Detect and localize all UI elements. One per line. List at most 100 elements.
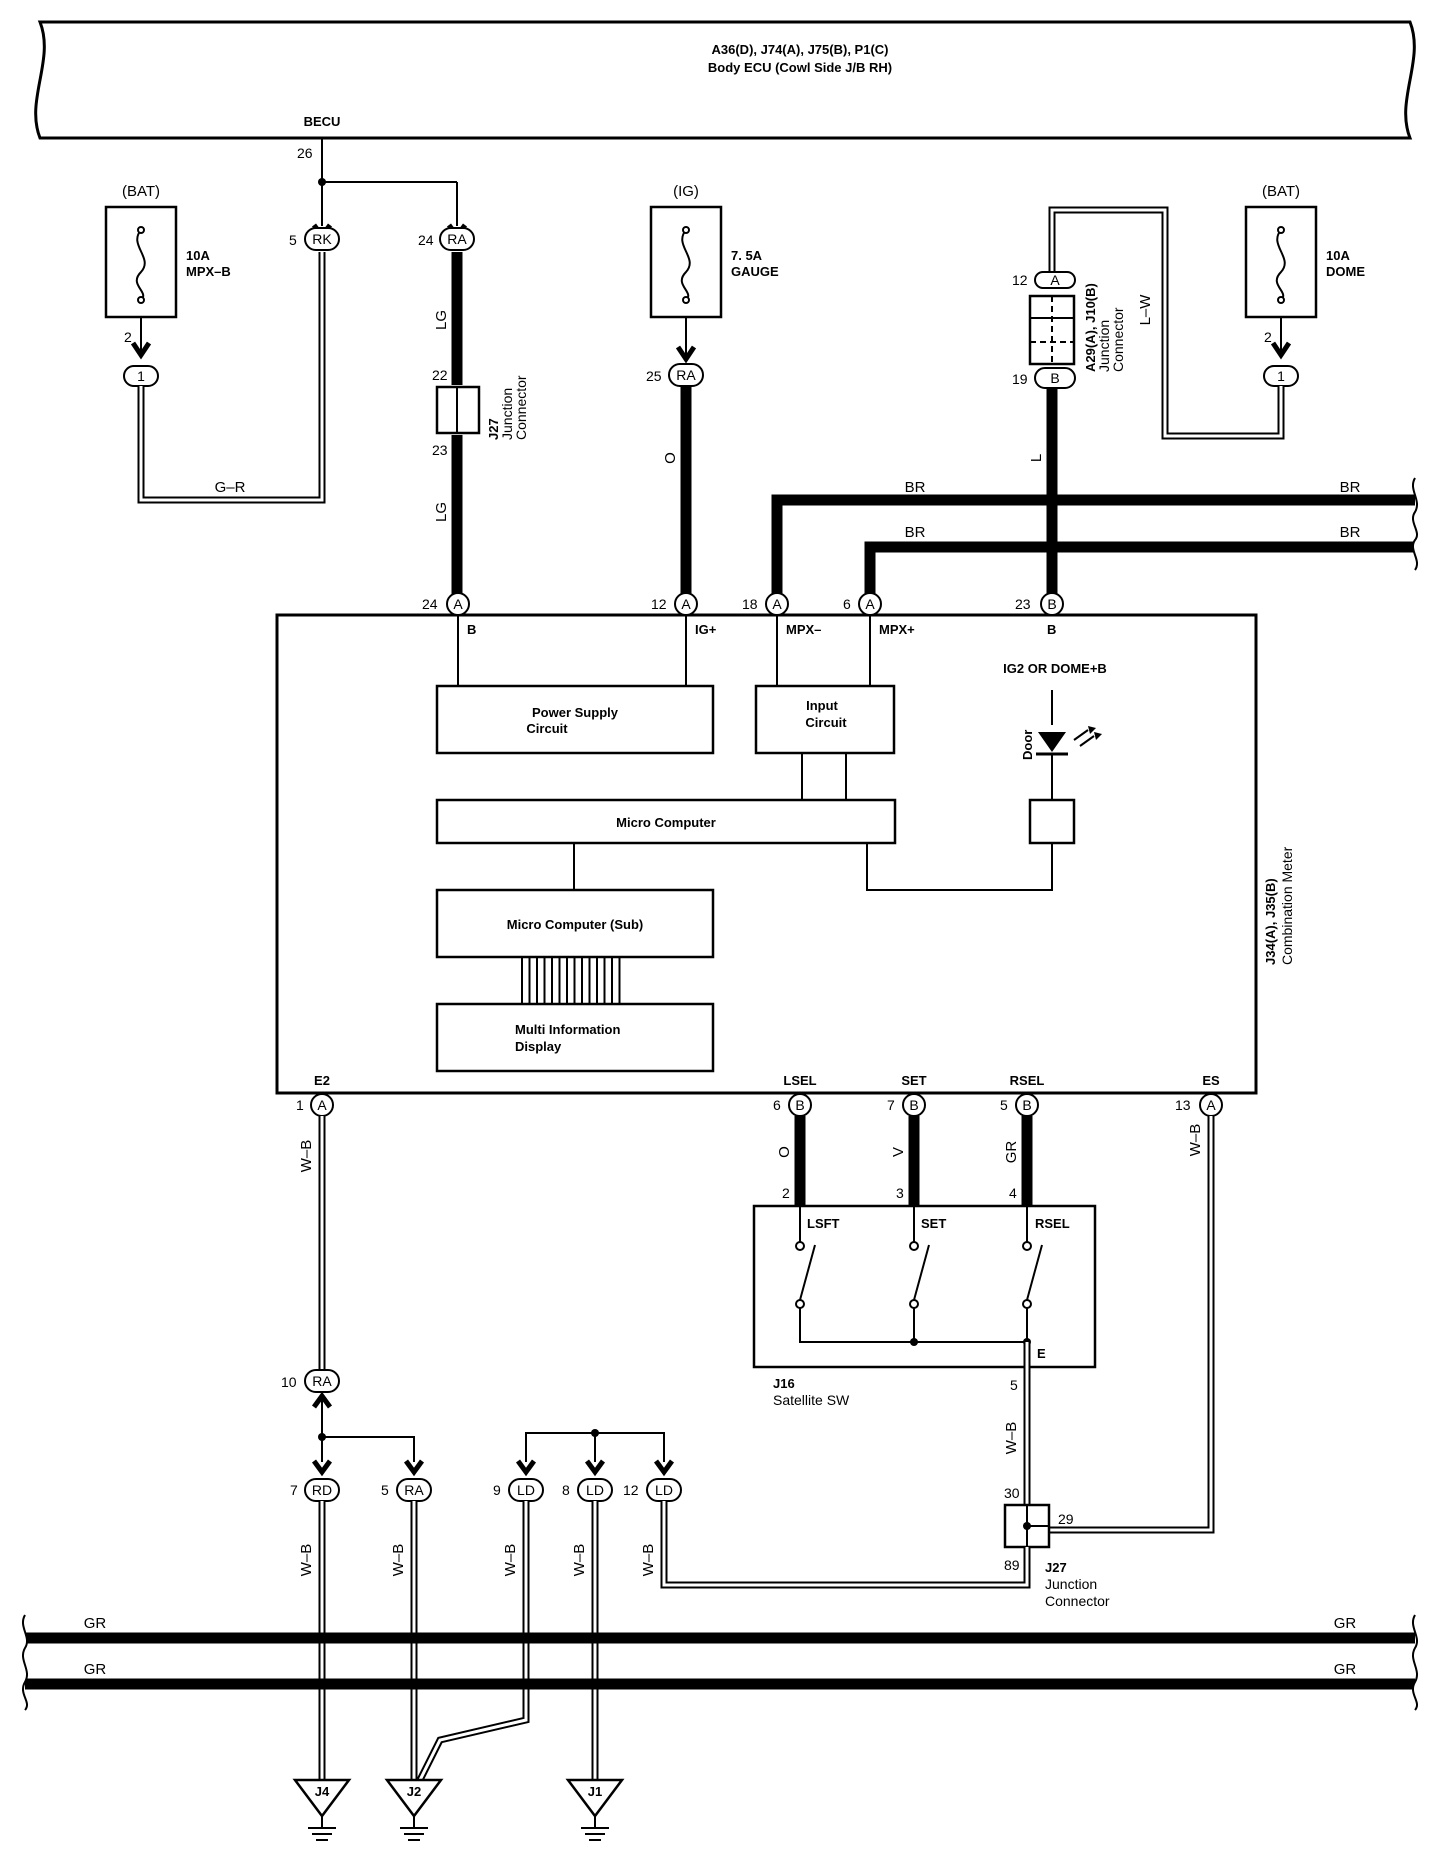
svg-text:23: 23 xyxy=(1015,596,1031,612)
wire-l-w: L–W xyxy=(1048,206,1285,440)
svg-text:W–B: W–B xyxy=(298,1140,315,1173)
svg-text:1: 1 xyxy=(1277,368,1285,384)
svg-text:B: B xyxy=(1022,1097,1031,1113)
svg-text:O: O xyxy=(776,1146,793,1158)
svg-text:Junction: Junction xyxy=(1096,320,1112,372)
svg-text:W–B: W–B xyxy=(571,1544,588,1577)
wire-gr-bus: GR GR GR GR xyxy=(22,1614,1418,1711)
micro-computer-sub: Micro Computer (Sub) xyxy=(435,888,715,959)
svg-text:7. 5A: 7. 5A xyxy=(731,248,763,263)
svg-text:GR: GR xyxy=(1334,1661,1357,1678)
svg-text:RSEL: RSEL xyxy=(1035,1216,1070,1231)
fuse-mpx-b: (BAT) 10A MPX–B 2 1 xyxy=(104,183,231,387)
svg-text:RA: RA xyxy=(312,1373,332,1389)
svg-text:29: 29 xyxy=(1058,1511,1074,1527)
meter-name: Combination Meter xyxy=(1279,846,1295,965)
svg-text:J27: J27 xyxy=(486,418,501,440)
display-bus-lines xyxy=(521,957,621,1004)
wire-g-r: G–R xyxy=(137,252,326,504)
svg-text:2: 2 xyxy=(782,1185,790,1201)
svg-text:LSEL: LSEL xyxy=(783,1073,816,1088)
fuse-gauge: (IG) 7. 5A GAUGE RA 25 xyxy=(646,183,779,387)
svg-text:Display: Display xyxy=(515,1039,562,1054)
svg-text:1: 1 xyxy=(296,1097,304,1113)
svg-text:E: E xyxy=(1037,1346,1046,1361)
svg-text:(IG): (IG) xyxy=(673,183,699,200)
svg-text:LSFT: LSFT xyxy=(807,1216,840,1231)
svg-text:RD: RD xyxy=(312,1482,332,1498)
svg-text:Power Supply: Power Supply xyxy=(532,705,619,720)
svg-text:7: 7 xyxy=(290,1482,298,1498)
svg-text:A: A xyxy=(1050,272,1060,288)
connector-5-rk: RK 5 xyxy=(289,223,340,251)
becu-split xyxy=(318,138,458,226)
svg-text:W–B: W–B xyxy=(640,1544,657,1577)
svg-text:DOME: DOME xyxy=(1326,264,1365,279)
svg-text:L: L xyxy=(1028,454,1045,462)
svg-text:22: 22 xyxy=(432,367,448,383)
svg-text:LG: LG xyxy=(433,502,450,522)
svg-text:W–B: W–B xyxy=(502,1544,519,1577)
svg-text:IG2 OR DOME+B: IG2 OR DOME+B xyxy=(1003,661,1107,676)
door-indicator: IG2 OR DOME+B Door xyxy=(1003,661,1107,845)
svg-text:89: 89 xyxy=(1004,1557,1020,1573)
svg-text:24: 24 xyxy=(422,596,438,612)
svg-text:25: 25 xyxy=(646,368,662,384)
svg-text:5: 5 xyxy=(1010,1377,1018,1393)
svg-text:GR: GR xyxy=(84,1615,107,1632)
fuse-mpx-b-rating: 10A xyxy=(186,248,210,263)
junction-connector-j27-bottom: 30 29 89 J27 Junction Connector xyxy=(1003,1485,1110,1609)
svg-text:12: 12 xyxy=(651,596,667,612)
svg-text:RA: RA xyxy=(447,231,467,247)
svg-text:J2: J2 xyxy=(407,1784,421,1799)
power-supply-circuit: Power Supply Circuit xyxy=(435,684,715,755)
svg-text:W–B: W–B xyxy=(1187,1124,1204,1157)
wire-br: BR BR BR BR xyxy=(771,477,1418,600)
svg-text:LD: LD xyxy=(517,1482,535,1498)
fuse-dome: (BAT) 10A DOME 2 1 xyxy=(1244,183,1365,387)
svg-text:19: 19 xyxy=(1012,371,1028,387)
svg-text:SET: SET xyxy=(921,1216,946,1231)
svg-text:B: B xyxy=(467,622,476,637)
ecu-terminal-becu: BECU xyxy=(304,114,341,129)
svg-text:W–B: W–B xyxy=(1003,1422,1020,1455)
svg-text:Connector: Connector xyxy=(1110,307,1126,372)
junction-connector-j27-top: 22 23 J27 Junction Connector xyxy=(432,367,529,458)
svg-text:A: A xyxy=(772,596,782,612)
svg-text:A29(A), J10(B): A29(A), J10(B) xyxy=(1083,283,1098,372)
svg-text:12: 12 xyxy=(623,1482,639,1498)
wire-w-b-es: W–B xyxy=(1050,1116,1215,1534)
body-ecu-banner: A36(D), J74(A), J75(B), P1(C) Body ECU (… xyxy=(34,20,1416,161)
svg-text:J16: J16 xyxy=(773,1376,795,1391)
svg-text:Micro Computer (Sub): Micro Computer (Sub) xyxy=(507,917,644,932)
svg-text:Multi Information: Multi Information xyxy=(515,1022,620,1037)
satellite-wires: O V GR 2 3 4 xyxy=(776,1116,1033,1206)
svg-text:Connector: Connector xyxy=(513,375,529,440)
svg-text:6: 6 xyxy=(773,1097,781,1113)
fuse-mpx-b-conn: 1 xyxy=(137,368,145,384)
fuse-mpx-b-source: (BAT) xyxy=(122,183,160,200)
svg-text:O: O xyxy=(662,452,679,464)
svg-text:IG+: IG+ xyxy=(695,622,717,637)
svg-text:A: A xyxy=(453,596,463,612)
svg-text:A: A xyxy=(865,596,875,612)
svg-text:E2: E2 xyxy=(314,1073,330,1088)
svg-text:J4: J4 xyxy=(315,1784,330,1799)
svg-text:BR: BR xyxy=(1340,524,1361,541)
svg-text:Circuit: Circuit xyxy=(526,721,568,736)
svg-text:LD: LD xyxy=(586,1482,604,1498)
svg-text:LG: LG xyxy=(433,310,450,330)
svg-text:SET: SET xyxy=(901,1073,926,1088)
meter-internal-wiring xyxy=(457,615,1053,891)
svg-text:Input: Input xyxy=(806,698,838,713)
svg-text:J27: J27 xyxy=(1045,1560,1067,1575)
svg-text:3: 3 xyxy=(896,1185,904,1201)
svg-text:Connector: Connector xyxy=(1045,1593,1110,1609)
svg-text:10: 10 xyxy=(281,1374,297,1390)
svg-text:ES: ES xyxy=(1202,1073,1220,1088)
svg-text:GAUGE: GAUGE xyxy=(731,264,779,279)
wire-g-r-label: G–R xyxy=(215,479,246,496)
svg-text:J1: J1 xyxy=(588,1784,602,1799)
meter-connectors-bottom: E2 LSEL SET RSEL ES A1 B6 B7 B5 A13 xyxy=(296,1073,1223,1117)
